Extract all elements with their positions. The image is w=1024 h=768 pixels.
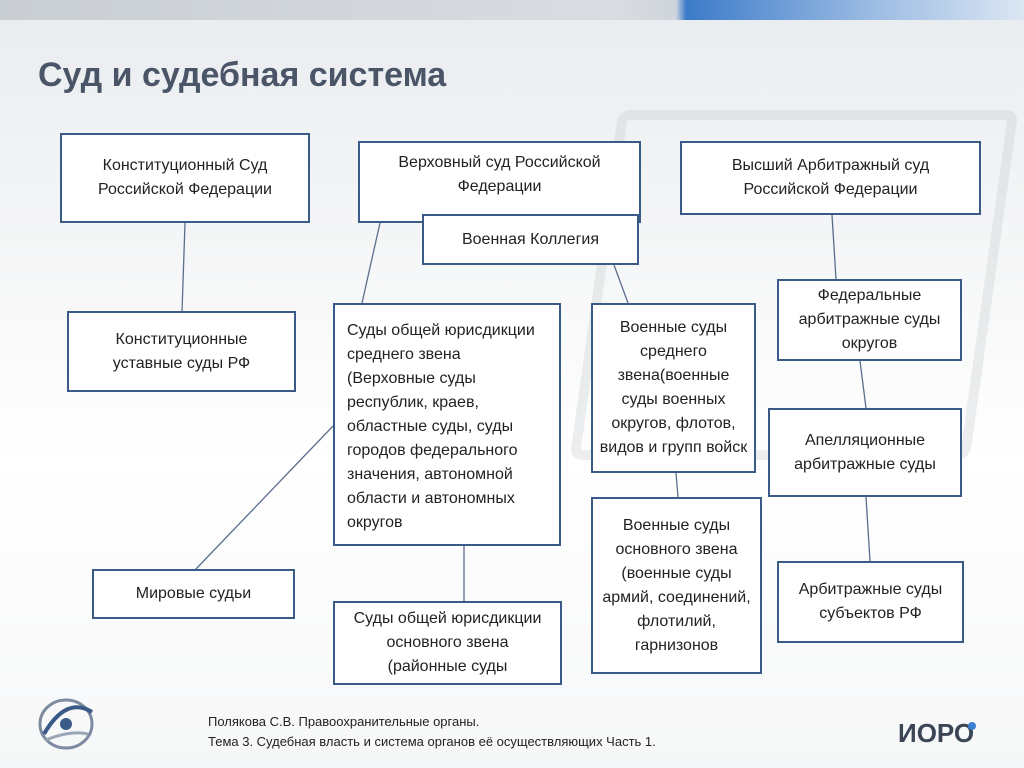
footer: Полякова С.В. Правоохранительные органы.… <box>208 712 656 752</box>
box-supreme-arbitration-court: Высший Арбитражный суд Российской Федера… <box>680 141 981 215</box>
box-appellate-arbitration-courts: Апелляционные арбитражные суды <box>768 408 962 497</box>
line-appellate-subjects <box>865 496 871 562</box>
line-federal-appellate <box>859 360 867 409</box>
box-military-courts-middle: Военные суды среднего звена(военные суды… <box>591 303 756 473</box>
box-constitutional-court: Конституционный Суд Российской Федерации <box>60 133 310 223</box>
box-arbitration-courts-subjects: Арбитражные суды субъектов РФ <box>777 561 964 643</box>
iopo-logo-text: ИОРО <box>898 718 974 748</box>
footer-line-1: Полякова С.В. Правоохранительные органы. <box>208 714 480 729</box>
box-general-courts-middle: Суды общей юрисдикции среднего звена (Ве… <box>333 303 561 546</box>
line-collegium-military <box>613 264 629 304</box>
slide-title: Суд и судебная система <box>38 56 447 94</box>
box-constitutional-charter-courts: Конституционные уставные суды РФ <box>67 311 296 392</box>
line-general-peace <box>194 424 335 571</box>
line-arbitration-federal <box>831 214 837 280</box>
line-supreme-general <box>361 222 381 304</box>
top-banner <box>0 0 1024 20</box>
line-military-middle-basic <box>675 472 679 498</box>
box-military-courts-basic: Военные суды основного звена (военные су… <box>591 497 762 674</box>
box-federal-arbitration-courts: Федеральные арбитражные суды округов <box>777 279 962 361</box>
box-general-courts-basic: Суды общей юрисдикции основного звена (р… <box>333 601 562 685</box>
box-justices-of-peace: Мировые судьи <box>92 569 295 619</box>
box-military-collegium: Военная Коллегия <box>422 214 639 265</box>
line-constitutional <box>181 222 186 313</box>
internet-university-logo-icon <box>38 698 94 750</box>
box-supreme-court: Верховный суд Российской Федерации <box>358 141 641 223</box>
iopo-logo-icon: ИОРО <box>898 718 976 748</box>
footer-line-2: Тема 3. Судебная власть и система органо… <box>208 734 656 749</box>
